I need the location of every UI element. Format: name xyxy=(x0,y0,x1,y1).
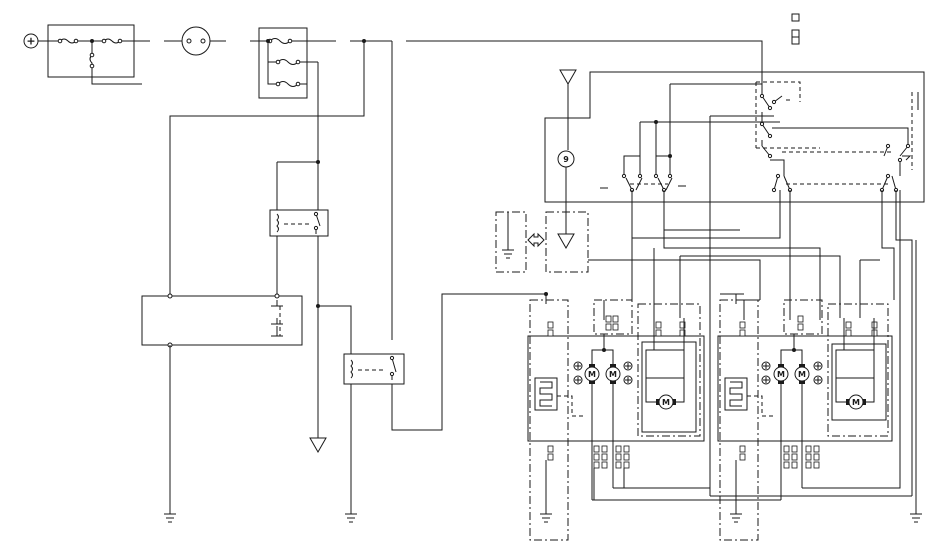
mirror-motor-right-2: M xyxy=(794,364,810,384)
wire-bottom-cross xyxy=(592,190,912,501)
wire-sw-b xyxy=(631,200,821,320)
plus-terminals-left xyxy=(573,361,633,385)
ground-symbol-right-mirror xyxy=(730,513,742,523)
relay-1 xyxy=(269,209,329,237)
fold-motor-left: M xyxy=(641,341,697,433)
ground-arrow-left xyxy=(309,437,327,454)
ground-symbol-ecu xyxy=(164,513,176,523)
wire-sw-e xyxy=(895,190,913,496)
lamp-connector xyxy=(545,211,589,273)
plus-terminals-right xyxy=(761,361,823,385)
wire-sw-d xyxy=(881,190,895,300)
ground-symbol-relay2 xyxy=(345,513,357,523)
mirror-heater-right xyxy=(724,377,748,411)
motor-label: M xyxy=(852,398,860,407)
motor-label: M xyxy=(798,370,806,379)
motor-label: M xyxy=(777,370,785,379)
wire-feed-left-mirror xyxy=(498,293,547,304)
mirror-switch-left xyxy=(600,120,686,193)
mirror-motor-left-2: M xyxy=(605,364,621,384)
relay-2 xyxy=(343,353,405,385)
legend-squares xyxy=(791,13,800,45)
ground-symbol-left-mirror xyxy=(540,513,552,523)
wire-feed-right-mirror xyxy=(720,293,744,304)
indicator-lamp-label: 9 xyxy=(563,155,569,164)
wire-relay1-out xyxy=(276,236,319,430)
motor-label: M xyxy=(662,398,670,407)
wire-sw-h xyxy=(859,259,880,318)
switch-panel xyxy=(544,71,925,203)
ground-connector xyxy=(495,211,527,273)
wire-switch-bus xyxy=(656,84,780,156)
antenna-symbol xyxy=(559,69,577,150)
motor-label: M xyxy=(588,370,596,379)
ground-symbol-far-right xyxy=(910,513,922,523)
wire-sw-g xyxy=(603,259,761,320)
mirror-switch-right xyxy=(755,81,919,193)
ignition-switch xyxy=(181,26,211,56)
mirror-heater-left xyxy=(534,377,558,411)
main-fuse-box xyxy=(47,24,135,78)
wire-switch-common xyxy=(709,115,774,496)
wire-sw-f xyxy=(653,248,841,318)
fuse-relay-box xyxy=(250,27,318,99)
battery-terminal: + xyxy=(23,33,39,49)
control-unit xyxy=(141,293,303,348)
indicator-lamp: 9 xyxy=(557,150,575,168)
wire-fusebox-lower xyxy=(91,74,142,85)
wire-right-bus-down xyxy=(376,40,393,340)
wire-sw-a xyxy=(631,190,781,239)
mirror-motor-right-1: M xyxy=(773,364,789,384)
wire-relay2-to-motors xyxy=(391,293,498,431)
wire-relay1-feed xyxy=(277,161,319,210)
wire-to-relay2 xyxy=(318,305,352,354)
battery-positive-symbol: + xyxy=(26,35,35,48)
motor-label: M xyxy=(609,370,617,379)
wire-top-long-to-switch xyxy=(406,40,763,84)
mirror-motor-left-1: M xyxy=(584,364,600,384)
ground-arrow-lamp xyxy=(557,233,575,250)
right-mirror-assembly: M M M xyxy=(717,299,893,541)
wire-ecu-feed xyxy=(169,41,365,296)
fold-motor-right: M xyxy=(831,343,887,421)
left-mirror-assembly: M M M xyxy=(527,299,705,541)
bidirectional-arrow xyxy=(527,232,545,248)
